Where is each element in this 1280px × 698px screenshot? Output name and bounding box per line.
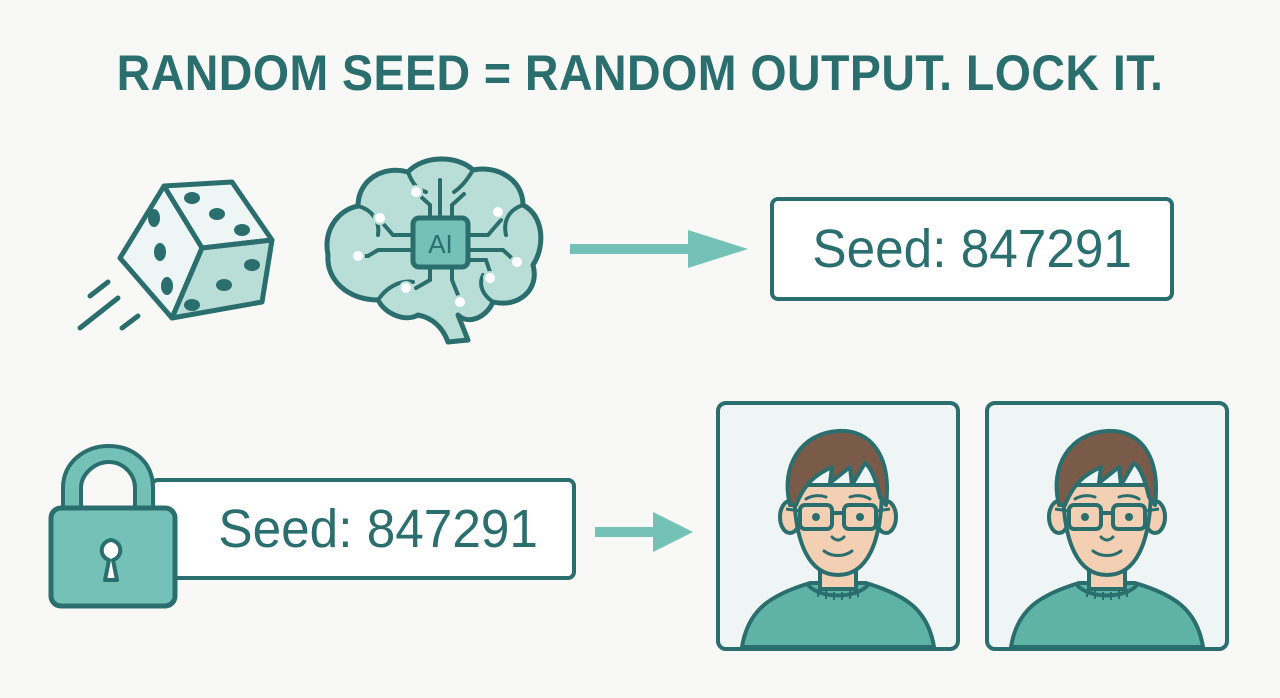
ai-chip-label: AI: [428, 229, 453, 259]
portrait-2: [985, 401, 1229, 651]
seed-display-top: Seed: 847291: [770, 197, 1174, 301]
seed-display-locked: Seed: 847291: [150, 478, 576, 580]
arrow-right-icon-2: [595, 510, 695, 554]
dice-icon: [72, 168, 292, 338]
page-title: RANDOM SEED = RANDOM OUTPUT. LOCK IT.: [116, 45, 1164, 101]
person-avatar-icon: [1008, 428, 1206, 647]
ai-brain-icon: AI: [318, 150, 548, 350]
seed-value-top: Seed: 847291: [812, 219, 1132, 279]
padlock-icon: [47, 440, 179, 612]
arrow-right-icon: [570, 228, 750, 272]
portrait-1: [716, 401, 960, 651]
person-avatar-icon: [739, 428, 937, 647]
seed-value-locked: Seed: 847291: [218, 499, 538, 559]
